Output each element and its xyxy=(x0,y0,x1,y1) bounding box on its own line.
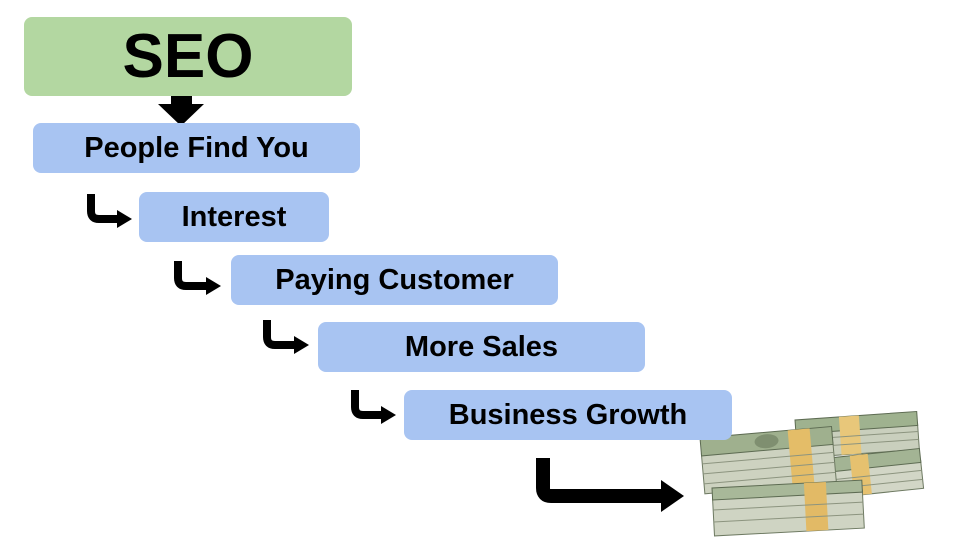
step-business-growth: Business Growth xyxy=(404,390,732,440)
step-label: Interest xyxy=(181,200,287,233)
step-interest: Interest xyxy=(139,192,329,242)
elbow-arrow-head xyxy=(117,210,132,228)
elbow-arrow-head xyxy=(661,480,684,512)
elbow-arrow-head xyxy=(294,336,309,354)
elbow-arrow-icon xyxy=(351,390,383,419)
money-stack-icon xyxy=(699,410,925,537)
elbow-arrow-icon xyxy=(536,458,664,503)
seo-label: SEO xyxy=(122,22,254,91)
elbow-arrow-icon xyxy=(174,261,208,290)
step-label: People Find You xyxy=(84,131,309,164)
elbow-arrow-icon xyxy=(87,194,119,223)
seo-root-box: SEO xyxy=(24,17,352,96)
step-label: Paying Customer xyxy=(275,263,514,296)
elbow-arrow-head xyxy=(381,406,396,424)
step-label: More Sales xyxy=(404,330,559,363)
step-people-find-you: People Find You xyxy=(33,123,360,173)
step-label: Business Growth xyxy=(448,398,688,431)
down-arrow-icon xyxy=(158,90,204,126)
elbow-arrow-icon xyxy=(263,320,296,349)
step-more-sales: More Sales xyxy=(318,322,645,372)
elbow-arrow-head xyxy=(206,277,221,295)
step-paying-customer: Paying Customer xyxy=(231,255,558,305)
